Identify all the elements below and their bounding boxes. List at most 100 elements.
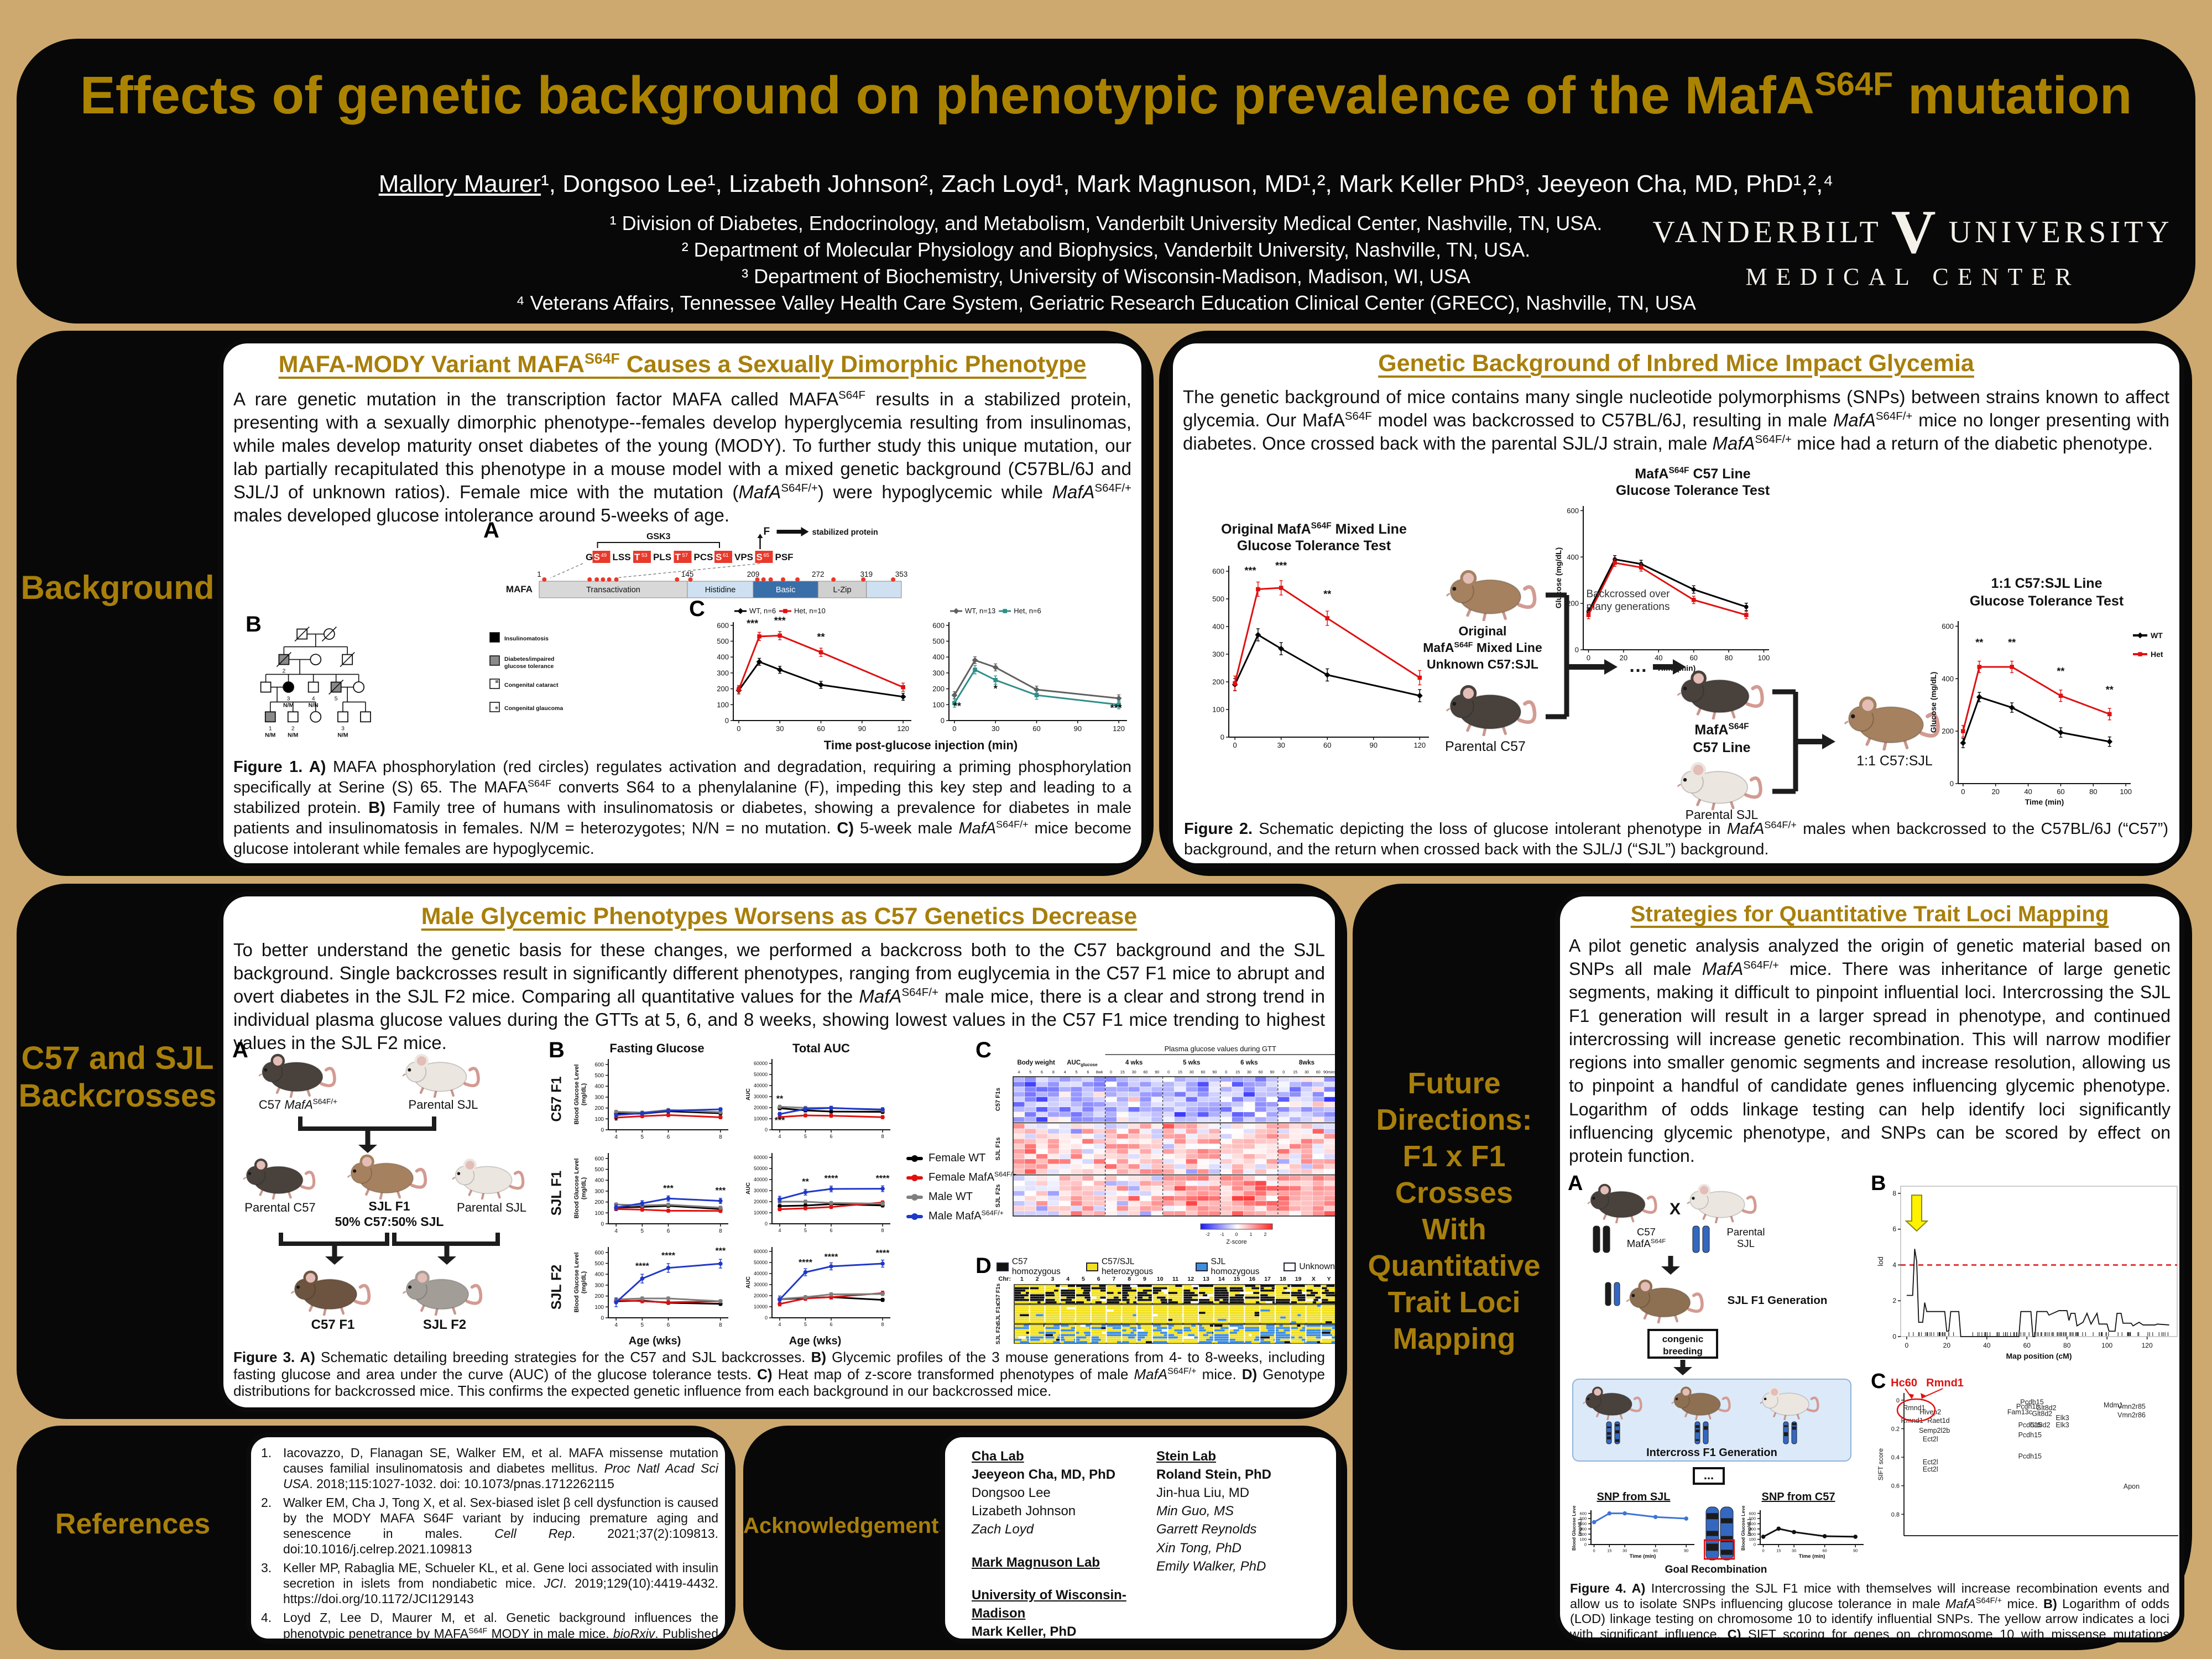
svg-text:600: 600 [594,1250,604,1256]
fig3-label-sjlf1-a: SJL F1 [368,1199,410,1213]
svg-text:90: 90 [1074,724,1082,733]
svg-text:6: 6 [667,1322,670,1328]
fig3-mouse-parental-c57 [242,1154,320,1199]
svg-text:2: 2 [291,725,295,732]
svg-text:60: 60 [2057,787,2064,796]
svg-text:40: 40 [2024,787,2032,796]
svg-text:400: 400 [932,653,945,661]
svg-text:L-Zip: L-Zip [833,586,851,594]
fig4-mouse-sjl [1686,1180,1761,1223]
svg-text:**: ** [1323,589,1331,600]
svg-text:6: 6 [1041,1070,1043,1074]
affiliation-2: ² Department of Molecular Physiology and… [681,238,1531,261]
svg-text:100: 100 [594,1117,604,1123]
svg-text:300: 300 [594,1282,604,1288]
svg-text:100: 100 [594,1211,604,1217]
fig4-snp-c57-label: SNP from C57 [1761,1491,1835,1503]
svg-text:20: 20 [1991,787,1999,796]
fig4-label-a: A [1568,1172,1583,1195]
fig2-c57line-label-2: C57 Line [1693,740,1751,755]
fig1-caption: Figure 1. A) MAFA phosphorylation (red c… [233,758,1132,858]
svg-text:8: 8 [881,1228,884,1233]
fig3-mouse-parental-sjl-top [401,1049,484,1098]
fig3-label-psjl-mid: Parental SJL [457,1201,526,1214]
svg-text:8: 8 [1128,1276,1131,1282]
svg-text:40000: 40000 [754,1271,768,1276]
fig4-intercross-label: Intercross F1 Generation [1646,1447,1777,1459]
svg-text:500: 500 [1579,1516,1587,1521]
svg-text:****: **** [825,1174,839,1183]
fig4-label-c: C [1871,1370,1886,1393]
svg-text:400: 400 [1567,553,1579,561]
svg-text:400: 400 [594,1178,604,1184]
svg-text:8: 8 [1052,1070,1055,1074]
logo-medical-center: MEDICAL CENTER [1745,263,2080,290]
fig3-arrow-2 [325,1245,345,1265]
svg-text:100: 100 [717,701,729,709]
svg-text:400: 400 [594,1084,604,1090]
svg-text:200: 200 [594,1293,604,1300]
fig4-caption: Figure 4. A) Intercrossing the SJL F1 mi… [1570,1581,2169,1642]
svg-text:600: 600 [594,1156,604,1162]
svg-text:30000: 30000 [754,1188,768,1193]
fig2-mixed-title-2: Glucose Tolerance Test [1237,538,1391,554]
fig3-row-label-sjlf2: SJL F2 [549,1264,565,1310]
genetic-white-panel: Genetic Background of Inbred Mice Impact… [1168,338,2184,868]
intercross-chrom-icon-2 [1694,1421,1709,1444]
svg-text:90: 90 [1212,1070,1217,1074]
fig2-connector-2 [1772,689,1835,794]
svg-text:Congenital glaucoma: Congenital glaucoma [504,705,563,712]
svg-text:272: 272 [812,570,825,578]
fig2-mixed-mouse-label-2: MafAS64F Mixed Line [1423,640,1542,655]
svg-text:(mg/dL): (mg/dL) [1746,1519,1752,1536]
genetic-heading: Genetic Background of Inbred Mice Impact… [1378,350,1974,377]
svg-text:90: 90 [1155,1070,1159,1074]
svg-text:50000: 50000 [754,1072,768,1077]
svg-text:80: 80 [2089,787,2097,796]
svg-text:C57 F1s: C57 F1s [995,1283,1001,1305]
svg-text:Mdm1: Mdm1 [2104,1401,2123,1409]
svg-text:2: 2 [282,668,285,675]
svg-text:Elk3: Elk3 [2056,1414,2069,1422]
svg-text:1: 1 [269,725,272,732]
svg-text:30000: 30000 [754,1094,768,1099]
svg-text:0: 0 [1235,1232,1238,1237]
svg-text:100: 100 [1579,1537,1587,1542]
svg-text:6: 6 [667,1134,670,1140]
svg-text:0: 0 [1762,1548,1764,1553]
svg-text:8: 8 [881,1322,884,1327]
svg-text:30: 30 [1247,1070,1251,1074]
svg-text:11: 11 [1172,1276,1178,1282]
svg-text:10000: 10000 [754,1116,768,1121]
poster-title: Effects of genetic background on phenoty… [80,65,2132,125]
svg-text:6: 6 [667,1228,670,1234]
svg-text:-2: -2 [1206,1232,1210,1237]
mouse-c57-line [1676,665,1769,719]
svg-text:60: 60 [2023,1342,2031,1349]
svg-text:60: 60 [817,724,825,733]
svg-text:WT, n=6: WT, n=6 [749,607,776,615]
svg-text:90: 90 [1370,741,1378,749]
svg-text:15: 15 [1120,1070,1125,1074]
fig2-backcross-note: Backcrossed over many generations [1586,588,1670,613]
svg-text:100: 100 [1212,706,1224,714]
fig3-bracket-1 [298,1117,436,1131]
svg-text:120: 120 [897,724,909,733]
svg-text:***: *** [716,1246,726,1256]
svg-text:SIFT score: SIFT score [1877,1448,1885,1480]
qtl-white-panel: Strategies for Quantitative Trait Loci M… [1555,891,2184,1642]
svg-text:15: 15 [1234,1276,1240,1282]
svg-text:500: 500 [594,1261,604,1267]
svg-text:8wk: 8wk [1096,1070,1103,1074]
svg-text:90: 90 [1684,1548,1688,1553]
svg-text:60: 60 [1653,1548,1657,1553]
fig1-label-a: A [483,518,499,542]
svg-text:0: 0 [1754,1542,1756,1547]
fig1-label-b: B [246,612,262,637]
svg-text:12: 12 [1187,1276,1194,1282]
svg-text:300: 300 [1212,650,1224,659]
svg-text:6: 6 [830,1134,832,1139]
